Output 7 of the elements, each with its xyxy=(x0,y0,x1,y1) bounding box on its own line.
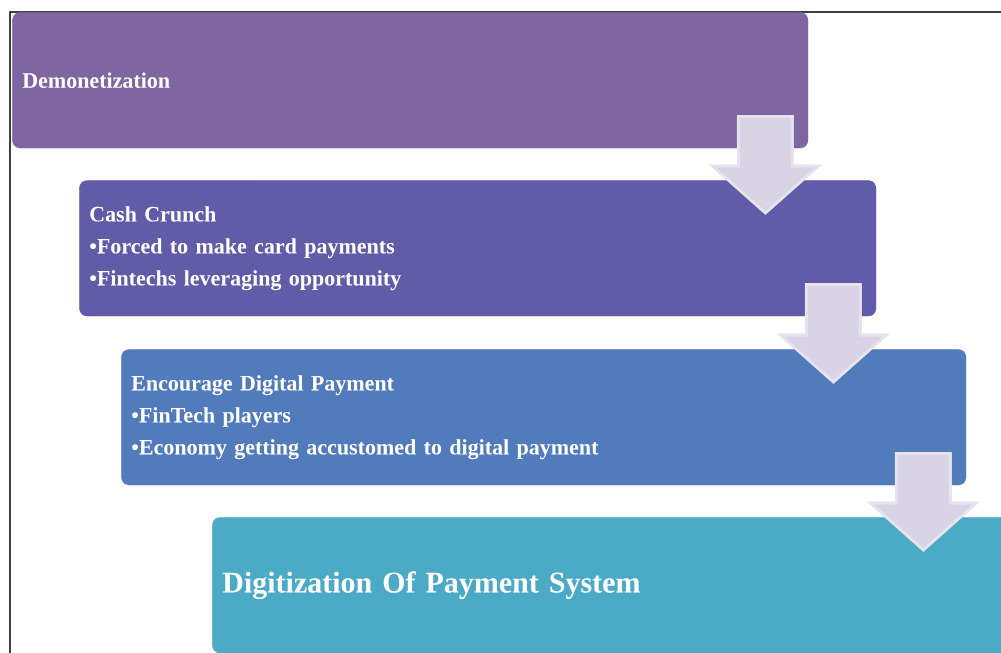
block-arrow xyxy=(776,282,891,384)
block-arrow xyxy=(708,114,823,215)
step-box: Encourage Digital Payment •FinTech players •Economy getting accustomed to digital payment xyxy=(121,349,967,486)
block-arrow xyxy=(866,451,981,552)
step-box: Demonetization xyxy=(12,12,809,149)
step-box: Cash Crunch •Forced to make card payments •Fintechs leveraging opportunity xyxy=(79,180,877,317)
step-box: Digitization Of Payment System xyxy=(212,517,1001,653)
